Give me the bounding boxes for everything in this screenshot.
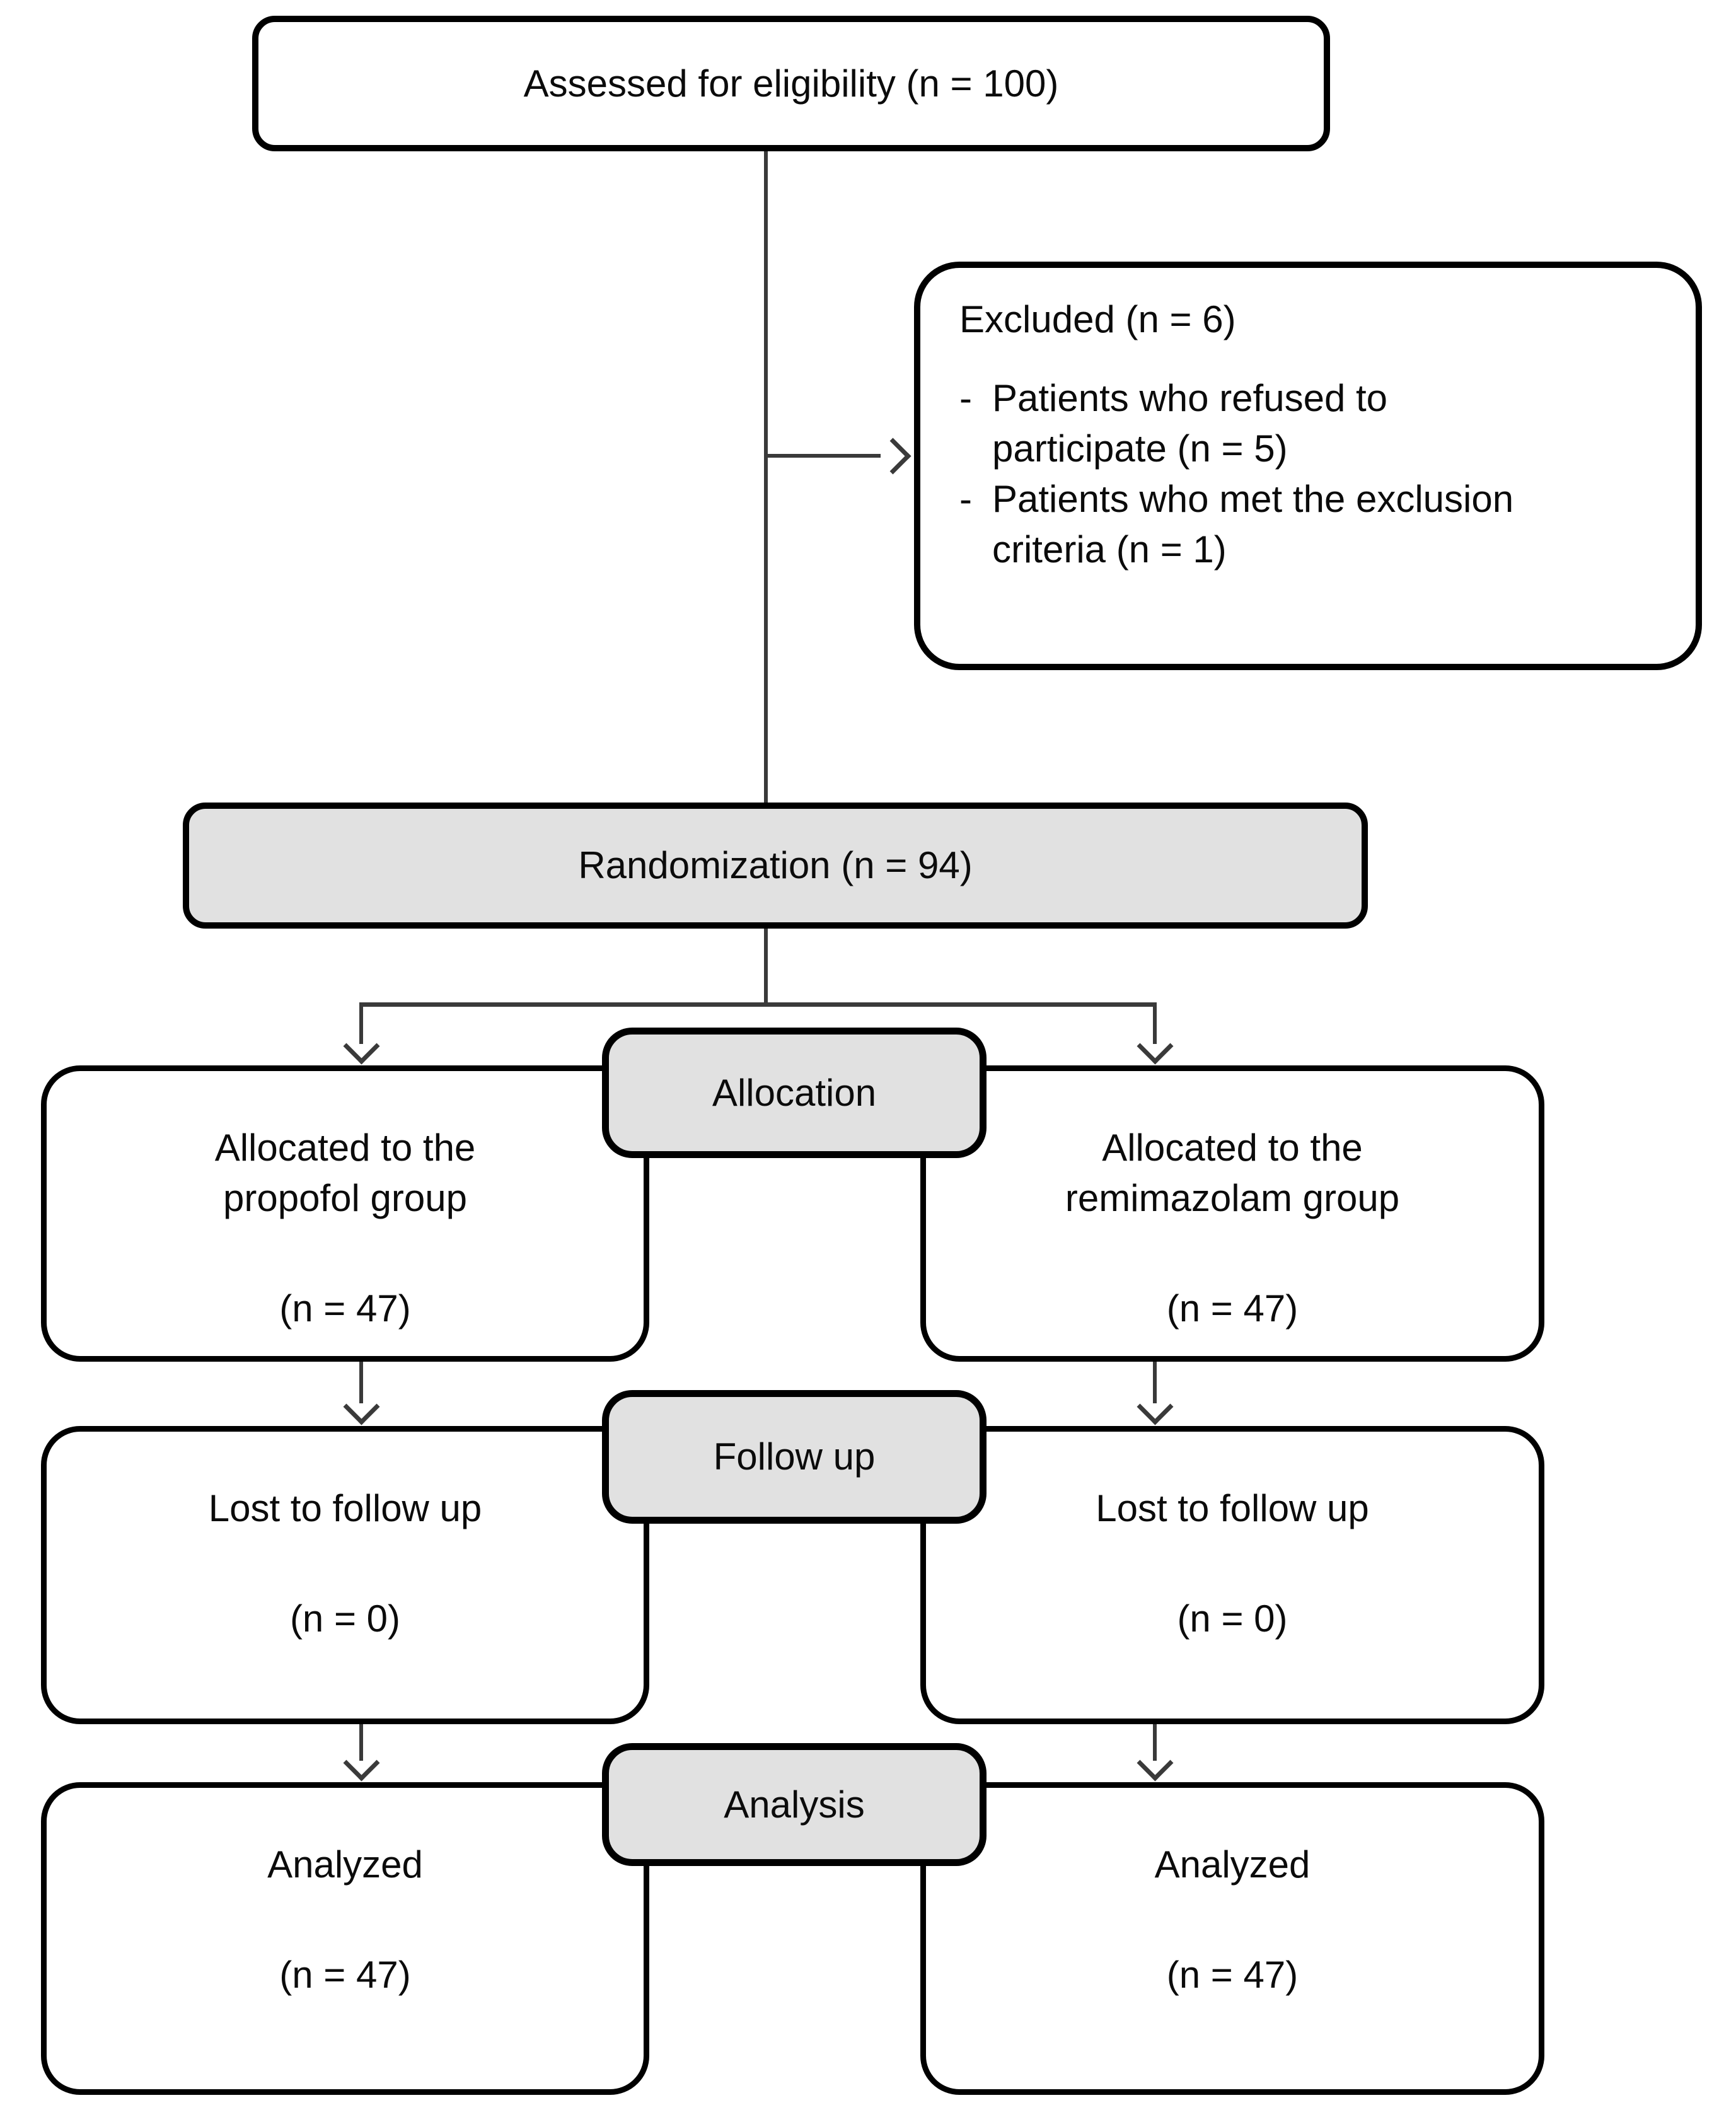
connector-main-vertical-line: [764, 151, 768, 804]
allocation-remimazolam-label: Allocated to the remimazolam group: [1065, 1127, 1400, 1219]
followup-propofol-box: Lost to follow up (n = 0): [41, 1426, 649, 1724]
followup-stage-box: Follow up: [602, 1390, 987, 1524]
connector-excluded-branch-line: [766, 454, 881, 458]
excluded-title: Excluded (n = 6): [959, 298, 1236, 340]
followup-remimazolam-label: Lost to follow up: [1096, 1487, 1369, 1529]
arrow-down-icon: [1137, 1028, 1174, 1065]
allocation-propofol-n: (n = 47): [279, 1287, 411, 1330]
connector-allocation-to-followup-left-line: [359, 1362, 363, 1403]
randomization-box: Randomization (n = 94): [183, 803, 1368, 929]
analysis-propofol-label: Analyzed: [267, 1843, 423, 1886]
list-item: - Patients who met the exclusion criteri…: [959, 474, 1657, 575]
allocation-remimazolam-box: Allocated to the remimazolam group (n = …: [920, 1065, 1544, 1362]
analysis-remimazolam-n: (n = 47): [1166, 1954, 1299, 1996]
allocation-stage-box: Allocation: [602, 1028, 987, 1158]
connector-randomization-drop-line: [764, 929, 768, 1006]
analysis-remimazolam-label: Analyzed: [1154, 1843, 1311, 1886]
connector-split-left-drop-line: [359, 1005, 363, 1044]
randomization-label: Randomization (n = 94): [578, 844, 973, 886]
list-item: - Patients who refused to participate (n…: [959, 373, 1657, 474]
arrow-down-icon: [343, 1028, 380, 1065]
allocation-stage-label: Allocation: [712, 1071, 877, 1114]
assessed-eligibility-label: Assessed for eligibility (n = 100): [523, 62, 1059, 105]
excluded-reason-refused: Patients who refused to participate (n =…: [992, 377, 1388, 470]
connector-followup-to-analysis-right-line: [1153, 1724, 1157, 1761]
excluded-box: Excluded (n = 6) - Patients who refused …: [914, 262, 1702, 670]
followup-stage-label: Follow up: [713, 1435, 876, 1478]
arrow-down-icon: [343, 1744, 380, 1782]
arrow-down-icon: [1137, 1388, 1174, 1425]
analysis-remimazolam-box: Analyzed (n = 47): [920, 1782, 1544, 2095]
connector-split-right-drop-line: [1153, 1005, 1157, 1044]
arrow-down-icon: [343, 1388, 380, 1425]
connector-split-horizontal-line: [359, 1002, 1157, 1007]
followup-propofol-n: (n = 0): [289, 1597, 401, 1640]
assessed-eligibility-box: Assessed for eligibility (n = 100): [252, 16, 1330, 151]
followup-remimazolam-n: (n = 0): [1177, 1597, 1288, 1640]
bullet-dash: -: [959, 377, 972, 419]
allocation-propofol-box: Allocated to the propofol group (n = 47): [41, 1065, 649, 1362]
followup-remimazolam-box: Lost to follow up (n = 0): [920, 1426, 1544, 1724]
analysis-propofol-box: Analyzed (n = 47): [41, 1782, 649, 2095]
analysis-stage-box: Analysis: [602, 1743, 987, 1866]
connector-allocation-to-followup-right-line: [1153, 1362, 1157, 1403]
followup-propofol-label: Lost to follow up: [208, 1487, 482, 1529]
bullet-dash: -: [959, 478, 972, 520]
allocation-remimazolam-n: (n = 47): [1166, 1287, 1299, 1330]
allocation-propofol-label: Allocated to the propofol group: [214, 1127, 476, 1219]
excluded-bullet-list: - Patients who refused to participate (n…: [959, 373, 1657, 575]
arrow-right-icon: [874, 438, 911, 475]
connector-followup-to-analysis-left-line: [359, 1724, 363, 1761]
analysis-propofol-n: (n = 47): [279, 1954, 411, 1996]
arrow-down-icon: [1137, 1744, 1174, 1782]
analysis-stage-label: Analysis: [724, 1783, 865, 1826]
excluded-reason-criteria: Patients who met the exclusion criteria …: [992, 478, 1514, 571]
